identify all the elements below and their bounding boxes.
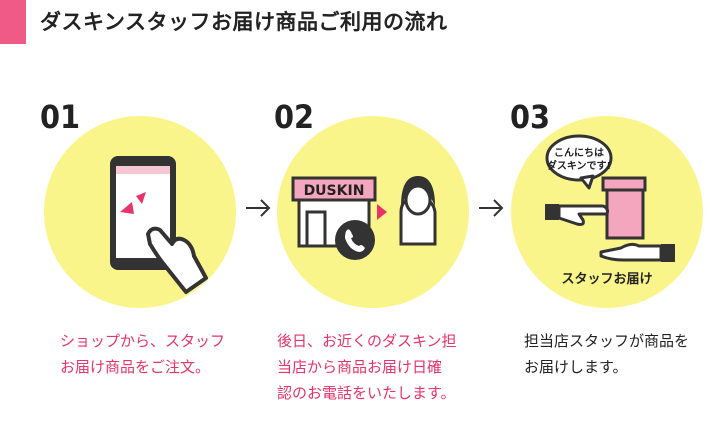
desc-line: お届けします。 (524, 358, 628, 376)
arrow-right-icon (246, 199, 271, 217)
desc-line: 当店から商品お届け日確 (277, 358, 443, 376)
shop-sign-text: DUSKIN (304, 183, 365, 199)
step-3-description: 担当店スタッフが商品を お届けします。 (524, 328, 689, 380)
step-1-circle (44, 116, 236, 308)
bubble-line: ダスキンです! (547, 159, 611, 172)
bubble-line: こんにちは (554, 147, 604, 159)
arrow-right-icon (479, 199, 504, 217)
step-3-number: 03 (510, 98, 551, 136)
step-1-number: 01 (40, 98, 81, 136)
desc-line: 後日、お近くのダスキン担 (277, 332, 457, 350)
step-2-description: 後日、お近くのダスキン担 当店から商品お届け日確 認のお電話をいたします。 (277, 328, 457, 406)
step-2-number: 02 (274, 98, 315, 136)
caption-text: スタッフお届け (561, 272, 652, 287)
desc-line: 認のお電話をいたします。 (277, 384, 456, 402)
smartphone-tap-icon (110, 156, 208, 294)
delivery-package-icon: こんにちは ダスキンです! スタッフお届け (545, 134, 675, 287)
shop-phone-person-icon: DUSKIN (291, 176, 437, 260)
desc-line: お届け商品をご注文。 (60, 358, 211, 376)
desc-line: 担当店スタッフが商品を (524, 332, 690, 350)
desc-line: ショップから、スタッフ (60, 332, 226, 350)
step-2-circle: DUSKIN (277, 116, 469, 308)
step-3-circle: こんにちは ダスキンです! スタッフお届け (511, 116, 703, 308)
title-accent-bar (0, 0, 26, 44)
page-title: ダスキンスタッフお届け商品ご利用の流れ (40, 10, 448, 34)
step-1-description: ショップから、スタッフ お届け商品をご注文。 (60, 328, 225, 380)
